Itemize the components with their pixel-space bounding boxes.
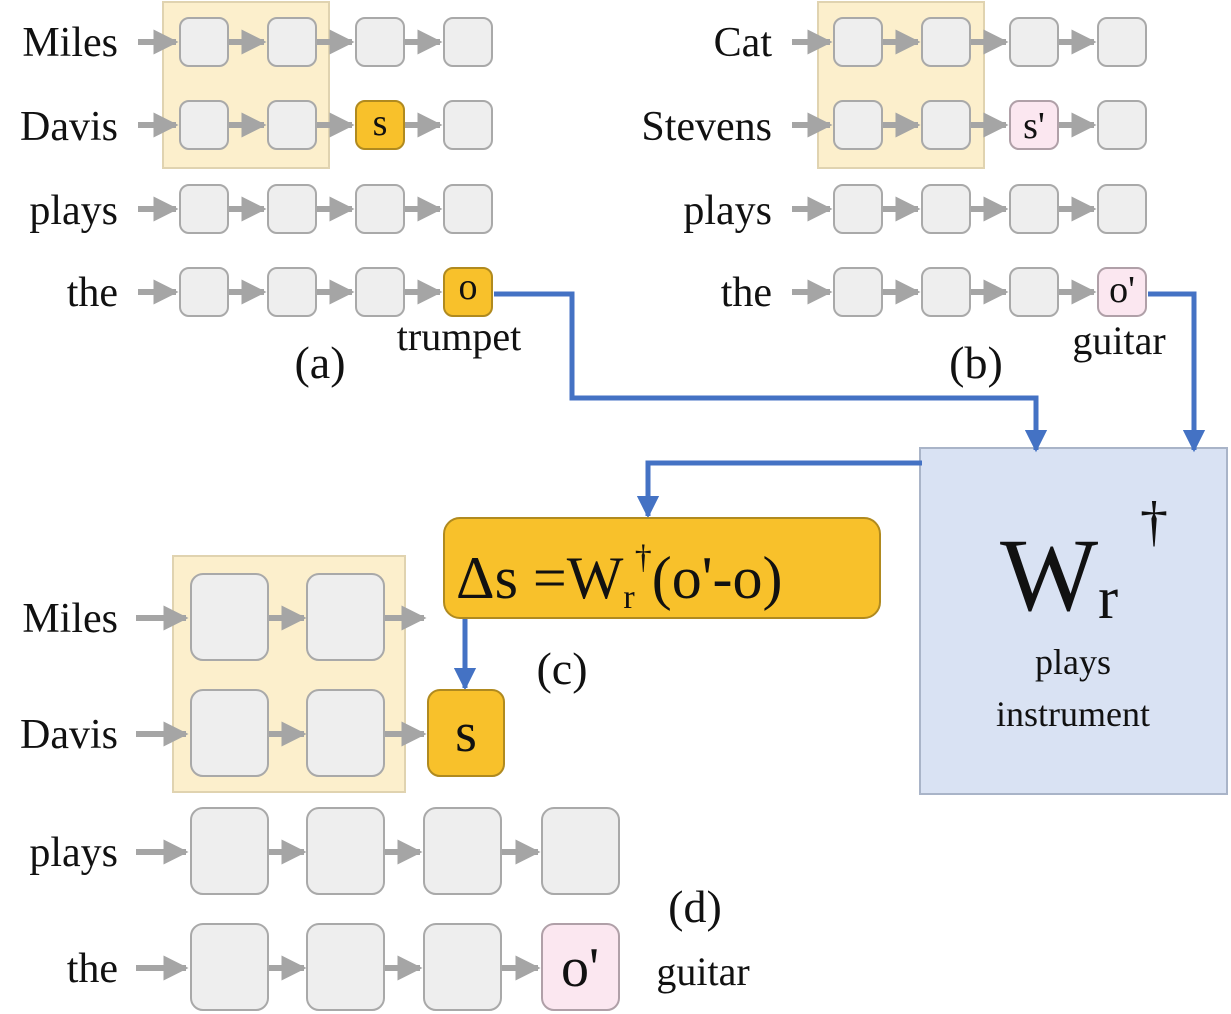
panel-c-label: (c) [536,643,587,694]
hidden-state-cell [423,923,502,1011]
formula-sup: † [635,539,652,576]
flow-arrow-oprime-to-matrix [1148,291,1206,453]
hidden-state-cell [355,267,405,317]
hidden-state-cell [443,100,493,150]
matrix-caption-line2: instrument [996,694,1150,734]
panel-d-object-word: guitar [656,949,749,994]
panel-a-subject-symbol: s [373,102,388,144]
panel-a-subject-cell [355,100,405,150]
flow-arrow-o-to-matrix [494,291,1048,453]
flow-arrow-matrix-to-formula [636,460,922,519]
hidden-state-cell [190,573,269,661]
panel-a-cells [179,17,493,317]
panel-d-cells [190,573,620,1011]
hidden-state-cell [921,100,971,150]
panel-d-object-symbol: o' [561,937,599,999]
hidden-state-cell [179,100,229,150]
panel-b-object-symbol: o' [1109,269,1135,311]
hidden-state-cell [1097,184,1147,234]
hidden-state-cell [179,184,229,234]
hidden-state-cell [921,184,971,234]
hidden-state-cell [190,689,269,777]
panel-b: Cat Stevens plays the s' [641,1,1166,388]
panel-b-token-stevens: Stevens [641,104,772,150]
panel-d-subject-symbol: s [455,702,477,764]
panel-b-object-cell [1097,267,1147,317]
hidden-state-cell [921,17,971,67]
panel-a-label: (a) [294,337,345,388]
hidden-state-cell [267,267,317,317]
hidden-state-cell [306,689,385,777]
panel-d-arrows [136,605,541,981]
panel-a-token-davis: Davis [20,104,118,150]
matrix-box [919,447,1228,795]
matrix-symbol: Wr [1000,518,1118,633]
formula-text: Δs =Wr†(o'-o) [456,539,783,616]
hidden-state-cell [1009,184,1059,234]
formula-box [443,517,881,619]
hidden-state-cell [306,573,385,661]
panel-b-arrows [792,29,1097,305]
flow-arrows [453,291,1206,691]
hidden-state-cell [833,17,883,67]
hidden-state-cell [267,100,317,150]
hidden-state-cell [443,184,493,234]
hidden-state-cell [541,807,620,895]
panel-a-token-the: the [67,270,118,316]
panel-d-token-davis: Davis [20,712,118,758]
hidden-state-cell [1009,267,1059,317]
panel-a-object-cell [443,267,493,317]
hidden-state-cell [355,17,405,67]
panel-b-subject-symbol: s' [1023,105,1045,147]
hidden-state-cell [306,807,385,895]
hidden-state-cell [1009,17,1059,67]
hidden-state-cell [267,17,317,67]
panel-b-token-the: the [721,270,772,316]
hidden-state-cell [267,184,317,234]
panel-d-token-the: the [67,946,118,992]
hidden-state-cell [179,17,229,67]
panel-d-token-miles: Miles [22,596,118,642]
panel-c: Δs =Wr†(o'-o) (c) [443,517,881,694]
matrix-symbol-sub: r [1098,565,1118,631]
panel-b-token-plays: plays [683,188,772,234]
panel-b-token-cat: Cat [714,20,773,66]
matrix-symbol-sup: † [1140,491,1168,553]
hidden-state-cell [306,923,385,1011]
hidden-state-cell [833,184,883,234]
hidden-state-cell [833,100,883,150]
panel-a-arrows [138,29,443,305]
hidden-state-cell [1097,17,1147,67]
panel-b-subject-cell [1009,100,1059,150]
hidden-state-cell [921,267,971,317]
hidden-state-cell [179,267,229,317]
panel-a-object-symbol: o [459,266,478,308]
formula-sub: r [623,579,635,616]
matrix-symbol-w: W [1000,518,1098,633]
panel-a-token-miles: Miles [22,20,118,66]
hidden-state-cell [190,807,269,895]
panel-d-label: (d) [668,881,722,932]
hidden-state-cell [190,923,269,1011]
panel-a-token-plays: plays [29,188,118,234]
matrix-caption-line1: plays [1035,642,1111,682]
hidden-state-cell [443,17,493,67]
panel-b-label: (b) [949,337,1003,388]
relation-matrix: Wr † plays instrument [919,447,1228,795]
panel-b-cells [833,17,1147,317]
hidden-state-cell [355,184,405,234]
panel-a-object-word: trumpet [397,314,521,359]
panel-b-object-word: guitar [1072,318,1165,363]
panel-d-subject-cell [427,689,505,777]
panel-d-object-cell [541,923,620,1011]
hidden-state-cell [1097,100,1147,150]
hidden-state-cell [423,807,502,895]
formula-rhs: (o'-o) [652,545,783,611]
hidden-state-cell [833,267,883,317]
formula-lhs: Δs =W [456,545,624,611]
panel-a: Miles Davis plays the [20,1,521,388]
panel-d: Miles Davis plays the s o' (d) gui [20,555,750,1011]
panel-d-token-plays: plays [29,830,118,876]
